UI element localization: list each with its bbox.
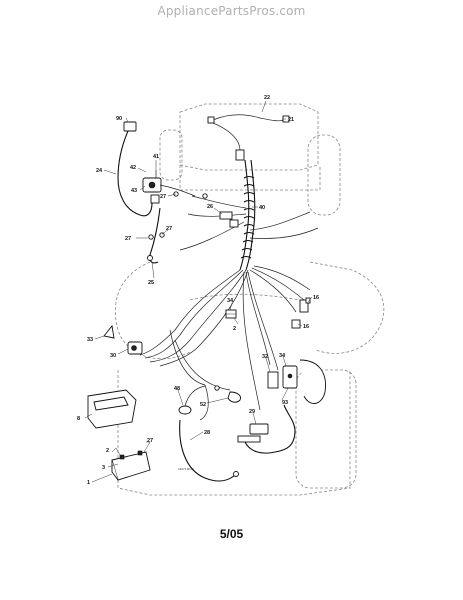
callout-2: 2 <box>233 326 236 332</box>
headlight-wire-22 <box>207 114 290 161</box>
lamp-48 <box>178 385 206 415</box>
callout-30: 30 <box>110 353 116 359</box>
callout-3: 3 <box>102 465 105 471</box>
switch-cluster-32-34-93 <box>267 359 326 404</box>
callout-21: 21 <box>288 117 294 123</box>
callout-93: 93 <box>282 400 288 406</box>
battery-tray-8 <box>87 389 137 429</box>
connector-52 <box>227 391 241 403</box>
callout-43: 43 <box>131 188 137 194</box>
callout-42: 42 <box>130 165 136 171</box>
battery-1 <box>111 441 151 481</box>
callout-40: 40 <box>259 205 265 211</box>
callout-2b: 2 <box>106 448 109 454</box>
ground-wire-25 <box>147 207 161 264</box>
callout-27d: 27 <box>147 438 153 444</box>
callout-32: 32 <box>262 354 268 360</box>
switch-16-lower <box>291 319 301 329</box>
connector-90 <box>117 121 153 217</box>
callout-48: 48 <box>174 386 180 392</box>
main-harness <box>139 159 319 421</box>
leader-lines <box>84 100 313 483</box>
switch-34-upper <box>225 309 237 319</box>
watermark: AppliancePartsPros.com <box>157 4 306 18</box>
harness-coil-40 <box>240 175 255 259</box>
callout-labels: 22 21 90 24 41 42 43 27 27 27 26 40 25 3… <box>77 95 319 486</box>
callout-16b: 16 <box>303 324 309 330</box>
ignition-switch-43 <box>142 170 196 204</box>
callout-27c: 27 <box>166 226 172 232</box>
callout-25: 25 <box>148 280 154 286</box>
connector-30 <box>127 341 143 355</box>
callout-22: 22 <box>264 95 270 101</box>
callout-90: 90 <box>116 116 122 122</box>
callout-24: 24 <box>96 168 103 174</box>
callout-8: 8 <box>77 416 80 422</box>
callout-27a: 27 <box>160 194 166 200</box>
callout-29: 29 <box>249 409 255 415</box>
bracket-33 <box>103 324 115 339</box>
callout-34a: 34 <box>227 298 234 304</box>
callout-1: 1 <box>87 480 90 486</box>
drawing-code: 12071 ROG <box>178 467 195 471</box>
revision-date: 5/05 <box>219 527 244 541</box>
switch-16-upper <box>299 297 311 313</box>
callout-27b: 27 <box>125 236 131 242</box>
callout-52: 52 <box>200 402 206 408</box>
module-29 <box>237 404 296 454</box>
wire-28 <box>179 419 239 482</box>
connector-26 <box>219 211 239 228</box>
callout-28: 28 <box>204 430 210 436</box>
callout-16a: 16 <box>313 295 319 301</box>
callout-33: 33 <box>87 337 93 343</box>
callout-41: 41 <box>153 154 159 160</box>
callout-34b: 34 <box>279 353 286 359</box>
callout-26: 26 <box>207 204 213 210</box>
